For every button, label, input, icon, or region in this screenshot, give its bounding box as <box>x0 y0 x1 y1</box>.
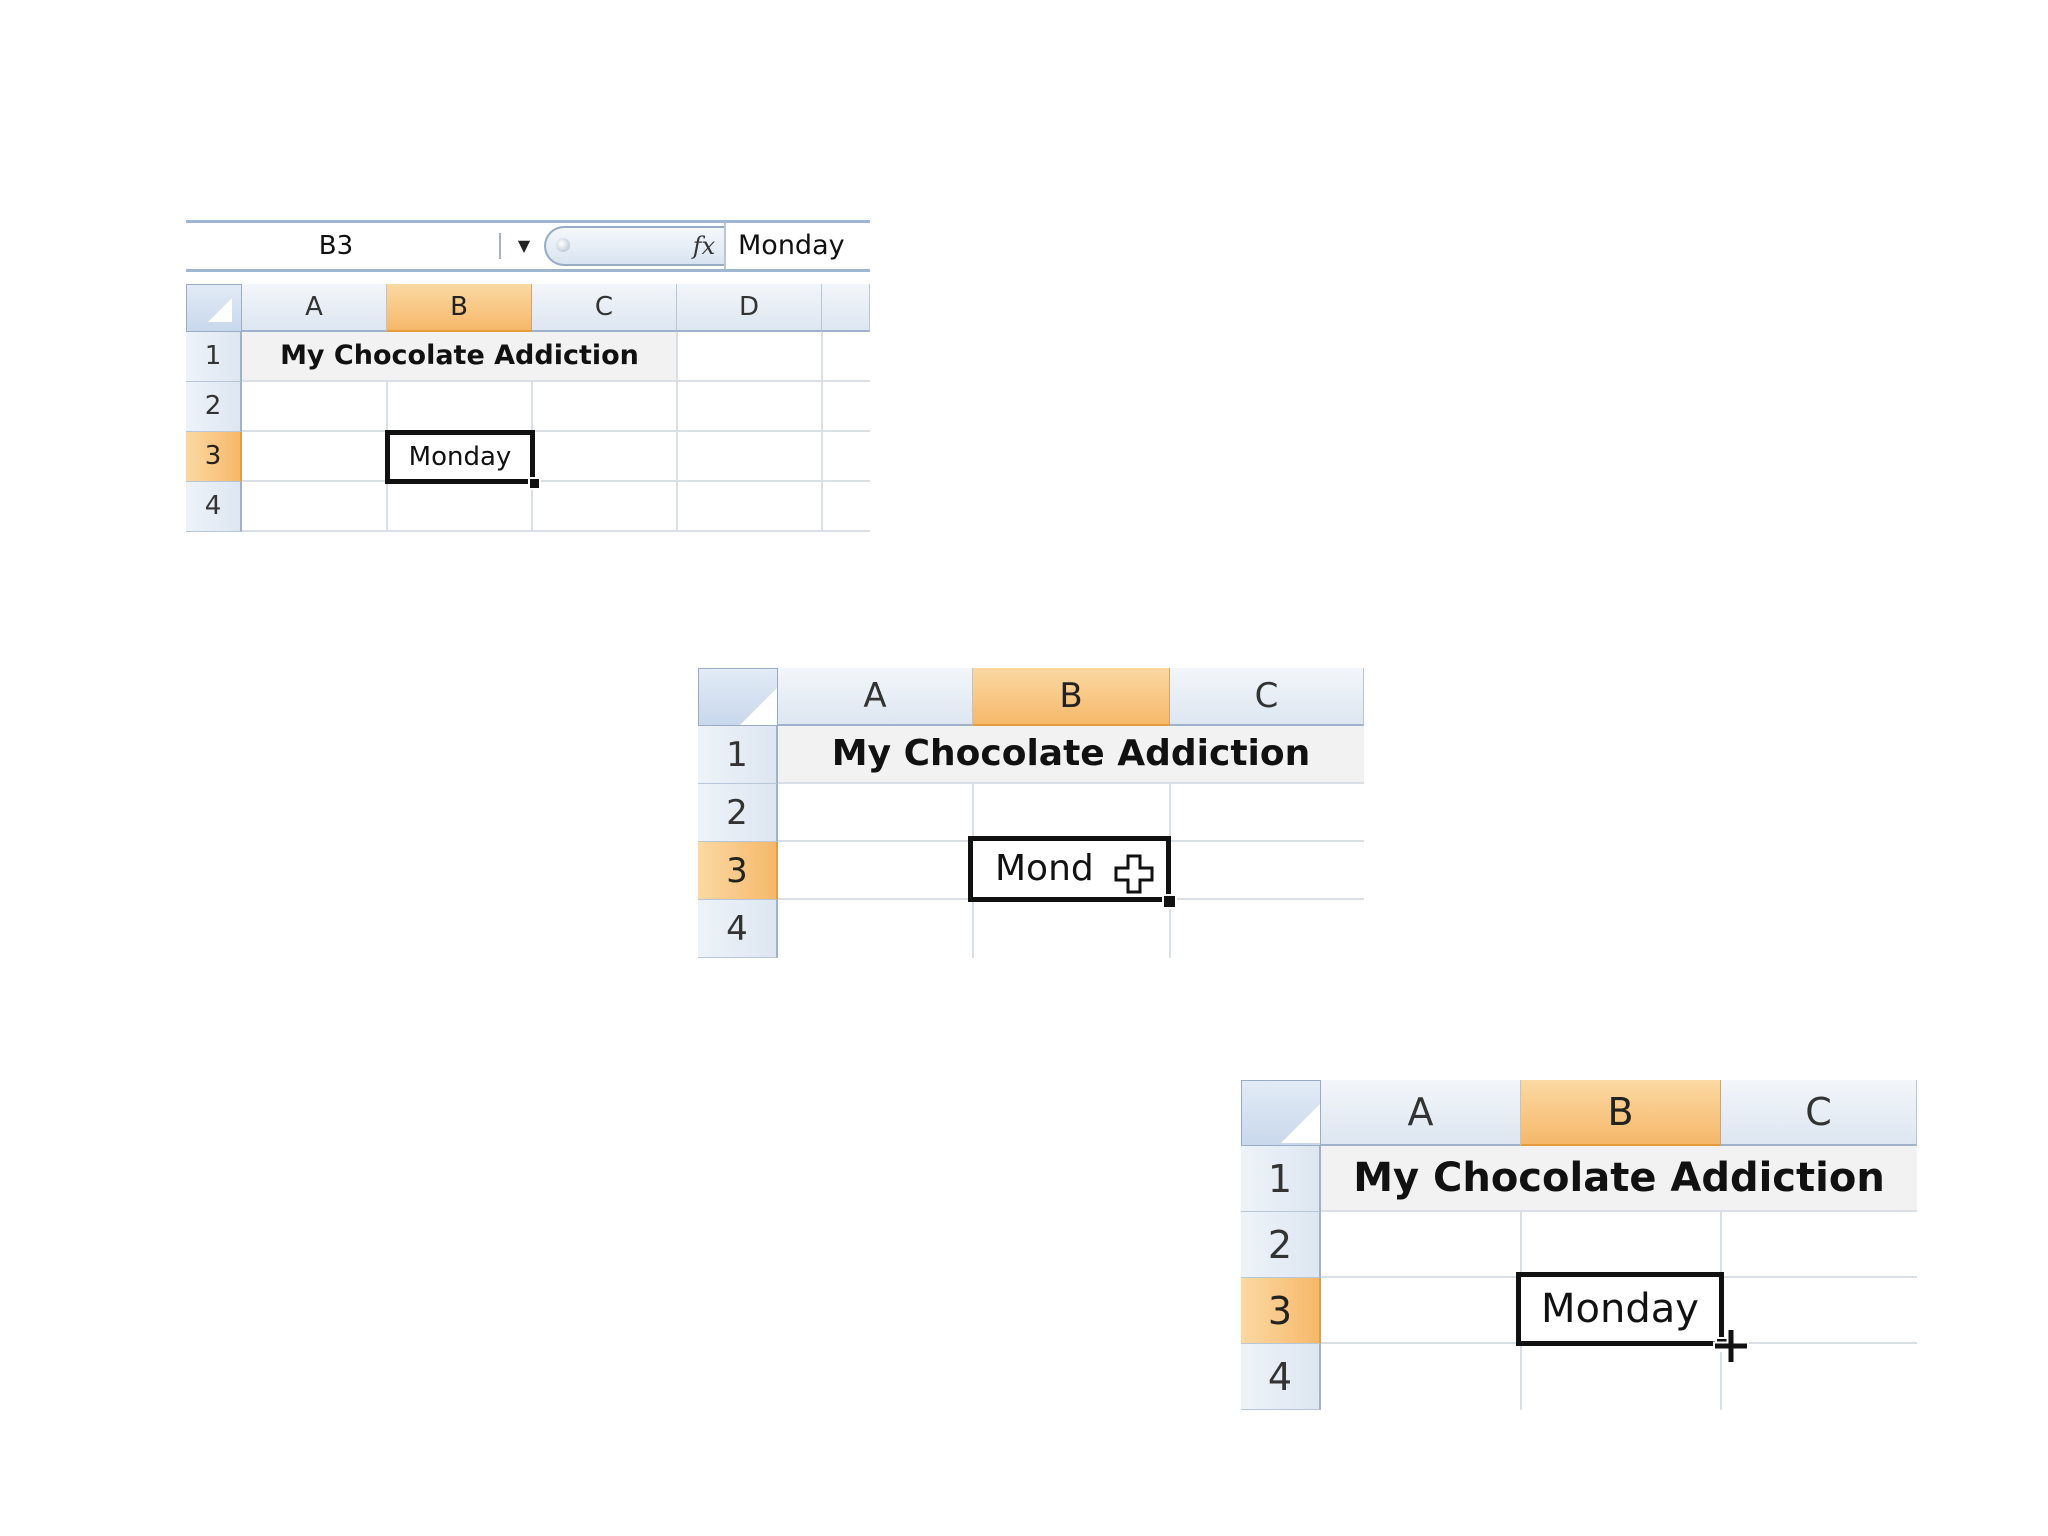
select-all-triangle-icon <box>208 298 232 322</box>
column-header-a[interactable]: A <box>778 668 973 726</box>
title-cell[interactable]: My Chocolate Addiction <box>1353 1155 1885 1201</box>
fill-handle[interactable] <box>1162 894 1177 909</box>
formula-bar: B3 ▼ fx Monday <box>186 220 870 272</box>
chevron-down-icon[interactable]: ▼ <box>517 236 531 255</box>
fill-handle[interactable] <box>528 477 541 490</box>
gridline <box>242 480 870 482</box>
formula-input[interactable]: Monday <box>738 230 845 261</box>
gridline <box>778 782 1364 784</box>
title-cell[interactable]: My Chocolate Addiction <box>831 733 1311 774</box>
select-all-triangle-icon <box>1281 1104 1320 1143</box>
gridline <box>676 332 678 532</box>
row-header-1[interactable]: 1 <box>698 726 778 784</box>
name-box[interactable]: B3 <box>318 231 354 261</box>
column-header-c[interactable]: C <box>1721 1080 1917 1146</box>
name-box-separator <box>499 233 501 259</box>
column-header-c[interactable]: C <box>1170 668 1364 726</box>
gridline <box>242 430 870 432</box>
grid-1: A B C D 1 2 3 4 My Chocolate Addiction M… <box>186 284 870 532</box>
column-header-c[interactable]: C <box>532 284 677 332</box>
column-header-b[interactable]: B <box>1521 1080 1721 1146</box>
fx-icon[interactable]: fx <box>692 232 716 260</box>
formula-bar-resize-handle[interactable] <box>544 226 724 266</box>
row-header-3[interactable]: 3 <box>186 432 242 482</box>
title-cell-fill <box>242 332 677 380</box>
row-header-3[interactable]: 3 <box>1241 1278 1321 1344</box>
spreadsheet-panel-3: A B C 1 2 3 4 My Chocolate Addiction Mon… <box>1241 1080 1917 1410</box>
row-header-1[interactable]: 1 <box>186 332 242 382</box>
row-header-2[interactable]: 2 <box>1241 1212 1321 1278</box>
column-header-a[interactable]: A <box>242 284 387 332</box>
title-cell-fill <box>778 726 1364 782</box>
column-header-a[interactable]: A <box>1321 1080 1521 1146</box>
row-header-1[interactable]: 1 <box>1241 1146 1321 1212</box>
row-header-3[interactable]: 3 <box>698 842 778 900</box>
column-header-d[interactable]: D <box>677 284 822 332</box>
row-header-2[interactable]: 2 <box>698 784 778 842</box>
spreadsheet-panel-1: B3 ▼ fx Monday A B C D 1 2 3 4 My Chocol… <box>186 220 870 532</box>
row-header-4[interactable]: 4 <box>186 482 242 532</box>
spreadsheet-panel-2: A B C 1 2 3 4 My Chocolate Addiction Mon… <box>698 668 1364 958</box>
resize-knob-icon <box>556 238 570 252</box>
active-cell-b3[interactable]: Monday <box>1516 1272 1724 1346</box>
move-cursor-icon <box>1114 854 1154 894</box>
column-header-b[interactable]: B <box>973 668 1170 726</box>
select-all-triangle-icon <box>740 688 777 725</box>
formula-divider <box>724 223 726 269</box>
crosshair-cursor-icon <box>1713 1328 1749 1364</box>
row-header-4[interactable]: 4 <box>1241 1344 1321 1410</box>
title-cell-fill <box>1321 1146 1917 1210</box>
column-header-partial[interactable] <box>822 284 870 332</box>
active-cell-b3[interactable]: Mond <box>968 836 1171 902</box>
gridline <box>1321 1210 1917 1212</box>
gridline <box>242 380 870 382</box>
active-cell-b3[interactable]: Monday <box>385 430 535 484</box>
title-cell[interactable]: My Chocolate Addiction <box>280 340 639 371</box>
row-header-4[interactable]: 4 <box>698 900 778 958</box>
gridline <box>821 332 823 532</box>
column-header-b[interactable]: B <box>387 284 532 332</box>
gridline <box>242 530 870 532</box>
row-header-2[interactable]: 2 <box>186 382 242 432</box>
